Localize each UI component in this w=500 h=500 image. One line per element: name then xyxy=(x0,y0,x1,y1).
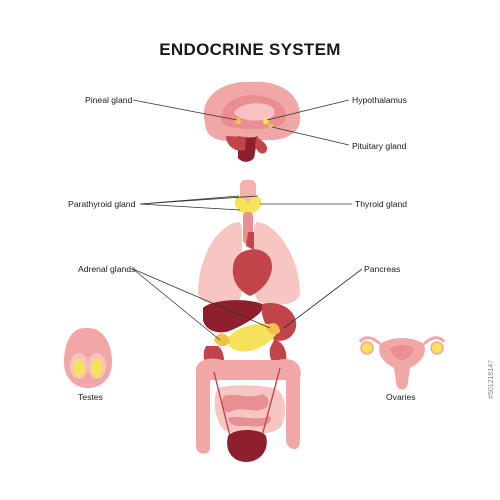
label-thyroid-gland: Thyroid gland xyxy=(355,199,408,209)
leader-pancreas xyxy=(283,268,363,329)
brain xyxy=(203,81,301,162)
label-parathyroid-gland: Parathyroid gland xyxy=(68,199,136,209)
ovaries-illustration xyxy=(358,336,446,390)
thyroid-gland-shape xyxy=(234,196,262,214)
adrenal-gland-left xyxy=(214,333,230,347)
cerebellum xyxy=(226,136,246,151)
leader-pituitary xyxy=(271,126,350,146)
pancreas-shape xyxy=(227,323,278,352)
diagram-title: ENDOCRINE SYSTEM xyxy=(159,40,341,59)
adrenal-gland-right xyxy=(266,323,280,335)
label-pineal-gland: Pineal gland xyxy=(85,95,133,105)
abdomen xyxy=(196,300,301,462)
label-testes: Testes xyxy=(78,392,103,402)
leader-lines xyxy=(132,99,363,341)
bladder xyxy=(227,430,267,462)
stock-watermark-id: #501216147 xyxy=(488,360,495,399)
label-ovaries: Ovaries xyxy=(386,392,416,402)
label-pituitary-gland: Pituitary gland xyxy=(352,141,407,151)
pineal-gland-dot xyxy=(234,117,242,125)
liver xyxy=(203,300,264,333)
leader-parathyroid-b xyxy=(139,195,259,205)
pituitary-gland-dot xyxy=(268,123,274,129)
leader-pineal xyxy=(132,99,238,121)
heart xyxy=(232,232,272,296)
thyroid-region xyxy=(234,180,262,244)
leader-hypothalamus xyxy=(266,99,350,121)
label-hypothalamus: Hypothalamus xyxy=(352,95,407,105)
label-adrenal-glands: Adrenal glands xyxy=(78,264,136,274)
hypothalamus-dot xyxy=(262,117,270,125)
leader-parathyroid-c xyxy=(139,203,241,211)
large-intestine xyxy=(196,358,301,454)
testes-illustration xyxy=(64,328,112,388)
leader-adrenal-left xyxy=(132,268,221,341)
leader-adrenal-right xyxy=(132,268,271,329)
label-pancreas: Pancreas xyxy=(364,264,401,274)
